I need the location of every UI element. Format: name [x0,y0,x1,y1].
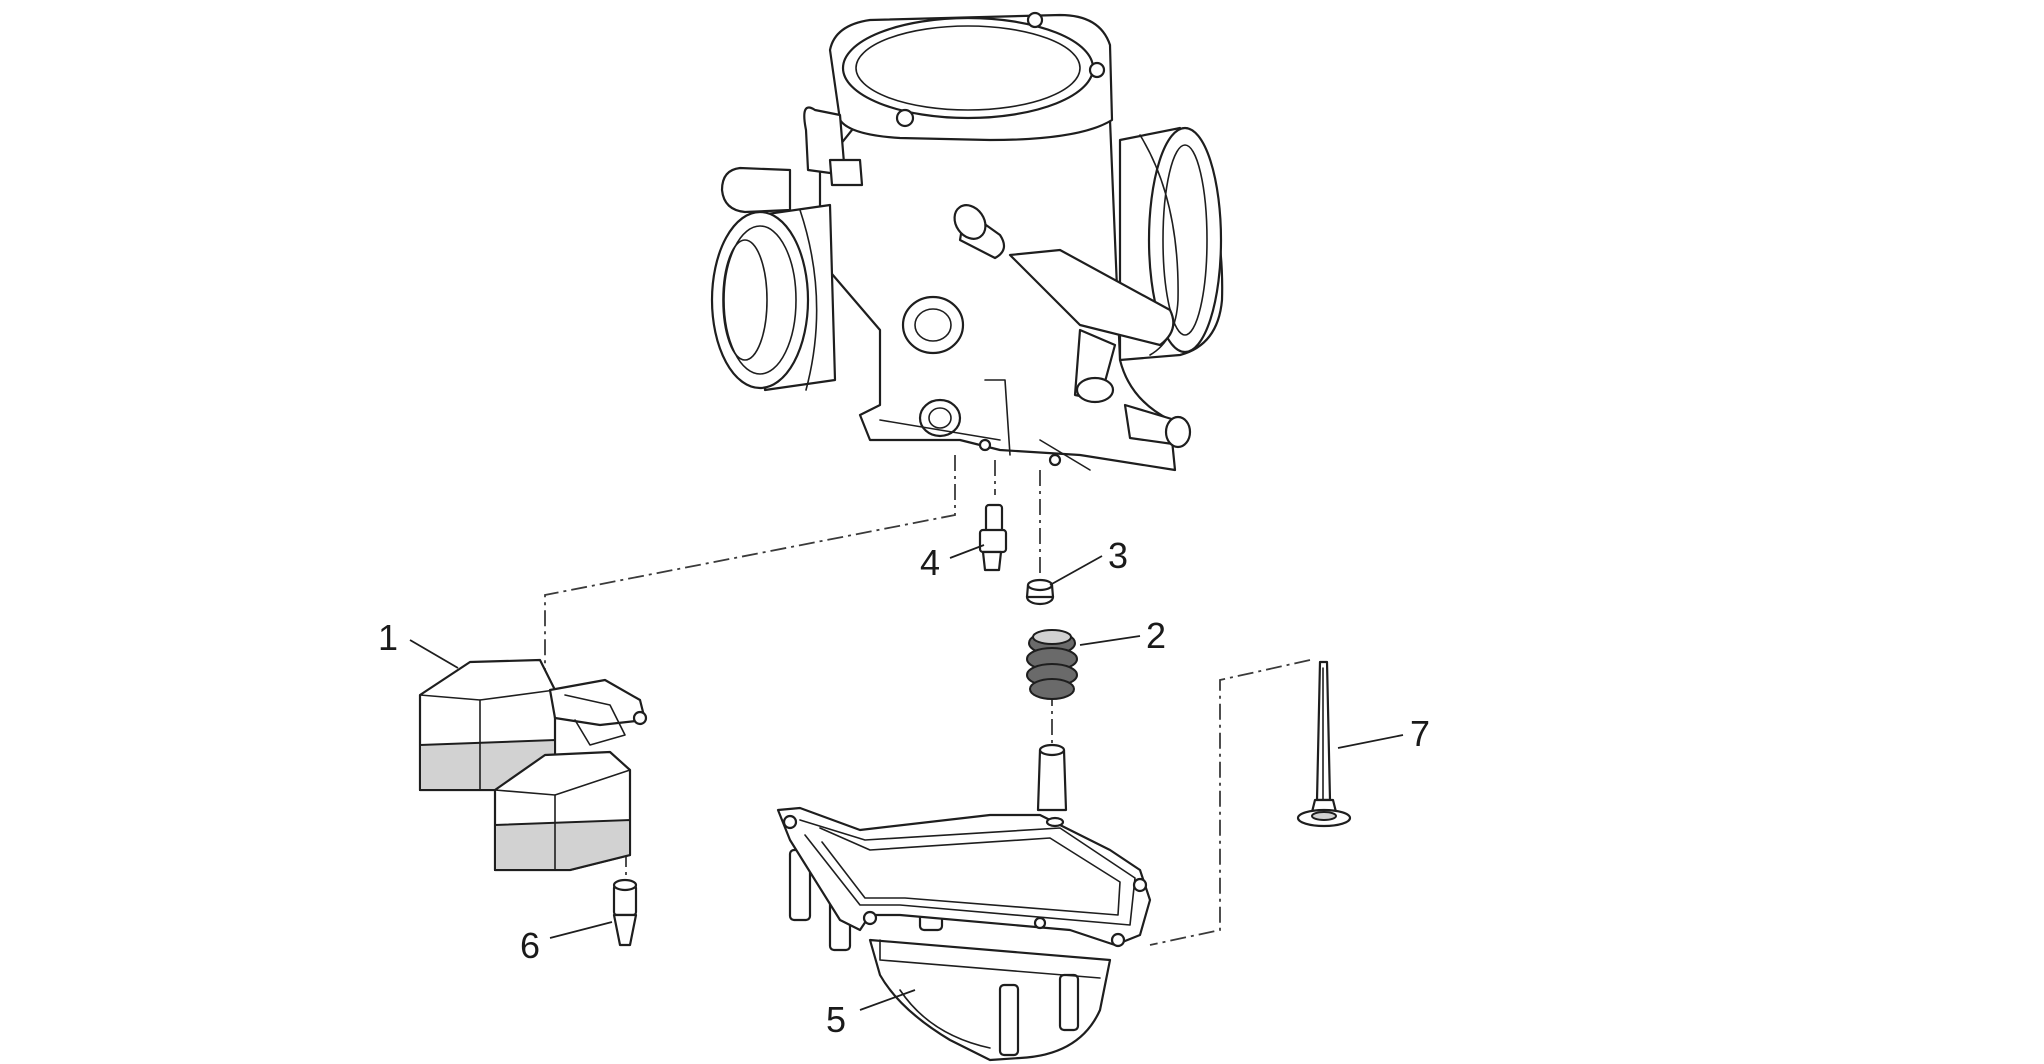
carburetor-body [710,11,1224,472]
callout-2: 2 [1146,615,1166,656]
small-plug [1025,578,1055,606]
long-pin [1296,660,1352,828]
callout-6: 6 [520,925,540,966]
main-jet [978,503,1008,572]
callout-7: 7 [1410,713,1430,754]
float-needle [612,878,638,947]
callout-5: 5 [826,999,846,1040]
callout-labels: 1 2 3 4 5 6 7 [378,535,1430,1040]
leader-lines [409,544,1404,1011]
float-assembly [418,658,648,872]
callout-4: 4 [920,542,940,583]
callout-1: 1 [378,617,398,658]
spring [1026,629,1078,700]
callout-3: 3 [1108,535,1128,576]
float-bowl [776,743,1152,1062]
